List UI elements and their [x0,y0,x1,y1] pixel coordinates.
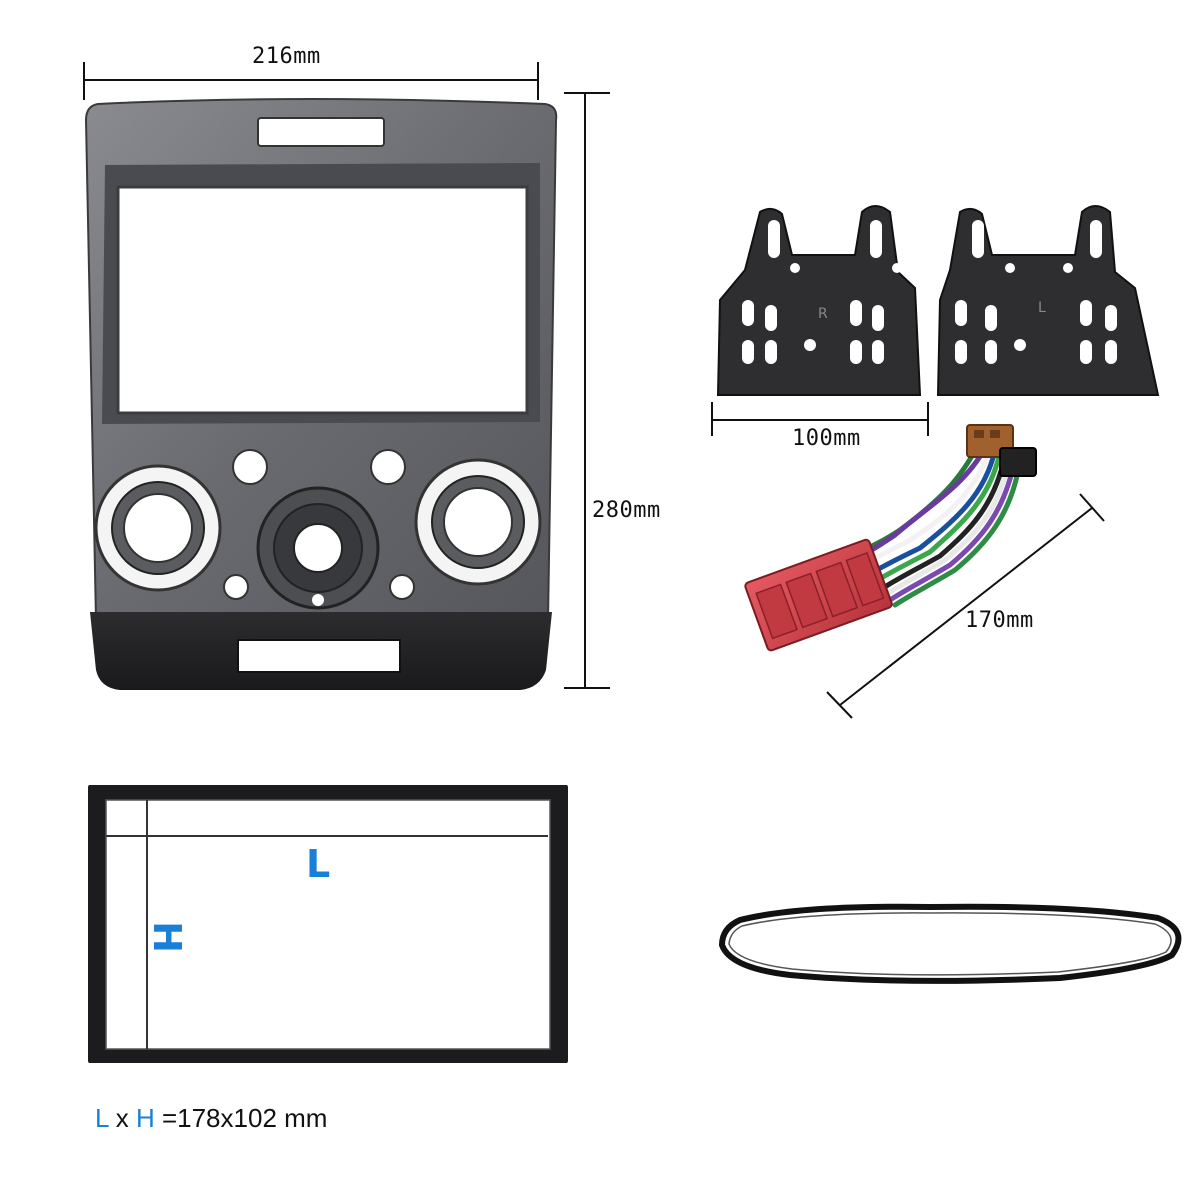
frame-length-letter: L [306,842,331,886]
panel-width-label: 216mm [252,44,321,69]
dash-panel [84,98,558,690]
button-hole [232,449,268,485]
bracket-mark-right: R [818,306,828,322]
height-dimension-line [564,92,610,689]
right-knob-opening [414,458,542,586]
panel-height-label: 280mm [592,498,661,523]
left-mounting-bracket [936,205,1160,396]
gasket-ring [718,903,1182,984]
center-knob-opening [256,486,380,610]
frame-height-letter: H [144,921,189,953]
caption-x: x [108,1103,136,1133]
caption-h: H [135,1103,155,1133]
harness-length-label: 170mm [965,608,1034,633]
right-mounting-bracket [716,205,922,396]
button-hole [370,449,406,485]
wiring-harness [744,424,1037,652]
width-dimension-line [83,62,539,100]
frame-size-caption: L x H =178x102 mm [95,1103,327,1134]
bracket-width-label: 100mm [792,426,861,451]
harness-dimension-line [826,493,1105,719]
caption-value: =178x102 mm [154,1103,328,1133]
caption-l: L [95,1103,109,1133]
left-knob-opening [94,464,222,592]
trim-frame [88,785,568,1063]
bracket-dimension-line [711,402,929,436]
bracket-mark-left: L [1038,300,1046,316]
